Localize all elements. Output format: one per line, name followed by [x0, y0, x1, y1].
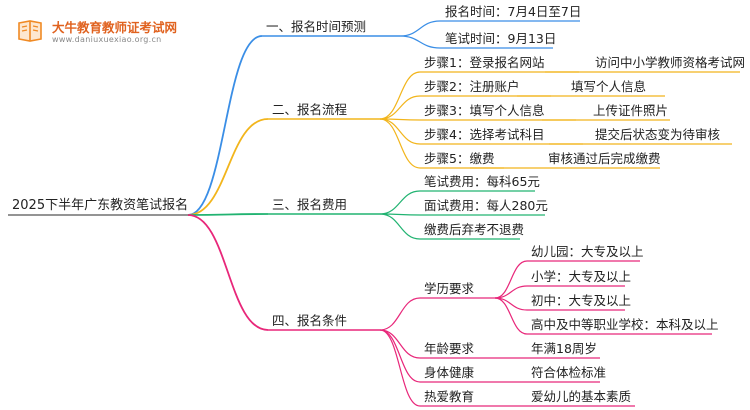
node-text: 笔试时间：9月13日	[445, 31, 557, 46]
node-text: 步骤1：登录报名网站	[424, 55, 545, 70]
brand-name: 大牛教育教师证考试网	[52, 20, 178, 35]
node-note: 提交后状态变为待审核	[595, 127, 721, 142]
node-text: 高中及中等职业学校：本科及以上	[531, 317, 719, 332]
node-text: 小学：大专及以上	[531, 269, 632, 284]
node-note: 符合体检标准	[531, 365, 607, 380]
brand-url: www.daniuxuexiao.org.cn	[52, 35, 162, 44]
node-text: 报名时间：7月4日至7日	[445, 4, 582, 19]
connector-line	[379, 190, 421, 215]
connector-line	[494, 297, 528, 335]
connector-line	[379, 297, 421, 331]
connector-line	[399, 35, 441, 49]
node-note: 审核通过后完成缴费	[548, 151, 661, 166]
node-note: 填写个人信息	[571, 79, 647, 94]
node-text: 幼儿园：大专及以上	[531, 244, 644, 259]
book-logo-icon	[18, 20, 42, 42]
branch-label-process: 二、报名流程	[272, 102, 348, 117]
node-text: 热爱教育	[424, 389, 475, 404]
node-text: 笔试费用：每科65元	[424, 174, 540, 189]
branch-link	[187, 118, 269, 216]
node-text: 身体健康	[424, 365, 475, 380]
node-text: 缴费后弃考不退费	[424, 222, 525, 237]
connector-line	[379, 118, 421, 145]
connector-line	[379, 213, 421, 240]
node-note: 年满18周岁	[531, 341, 597, 356]
branch-label-time: 一、报名时间预测	[266, 19, 367, 34]
node-note: 上传证件照片	[593, 103, 669, 118]
connector-line	[379, 329, 421, 359]
connector-line	[494, 260, 528, 299]
node-text: 步骤3：填写个人信息	[424, 103, 545, 118]
node-text: 步骤4：选择考试科目	[424, 127, 545, 142]
node-text: 面试费用：每人280元	[424, 198, 548, 213]
node-note: 访问中小学教师资格考试网	[595, 55, 746, 70]
branch-link	[187, 214, 269, 331]
node-text: 初中：大专及以上	[531, 293, 632, 308]
branch-link	[187, 213, 269, 216]
node-note: 爱幼儿的基本素质	[531, 389, 632, 404]
branch-label-fees: 三、报名费用	[272, 197, 348, 212]
connector-line	[399, 20, 441, 37]
connector-line	[379, 71, 421, 120]
connector-line	[379, 118, 421, 169]
branch-link	[187, 35, 263, 216]
node-text: 学历要求	[424, 281, 475, 296]
connector-line	[379, 329, 421, 383]
root-topic: 2025下半年广东教资笔试报名	[12, 198, 189, 213]
node-text: 步骤5：缴费	[424, 151, 495, 166]
branch-label-conditions: 四、报名条件	[272, 313, 348, 328]
node-text: 年龄要求	[424, 341, 475, 356]
connector-line	[379, 95, 421, 120]
connector-line	[379, 329, 421, 407]
node-text: 步骤2：注册账户	[424, 79, 520, 94]
